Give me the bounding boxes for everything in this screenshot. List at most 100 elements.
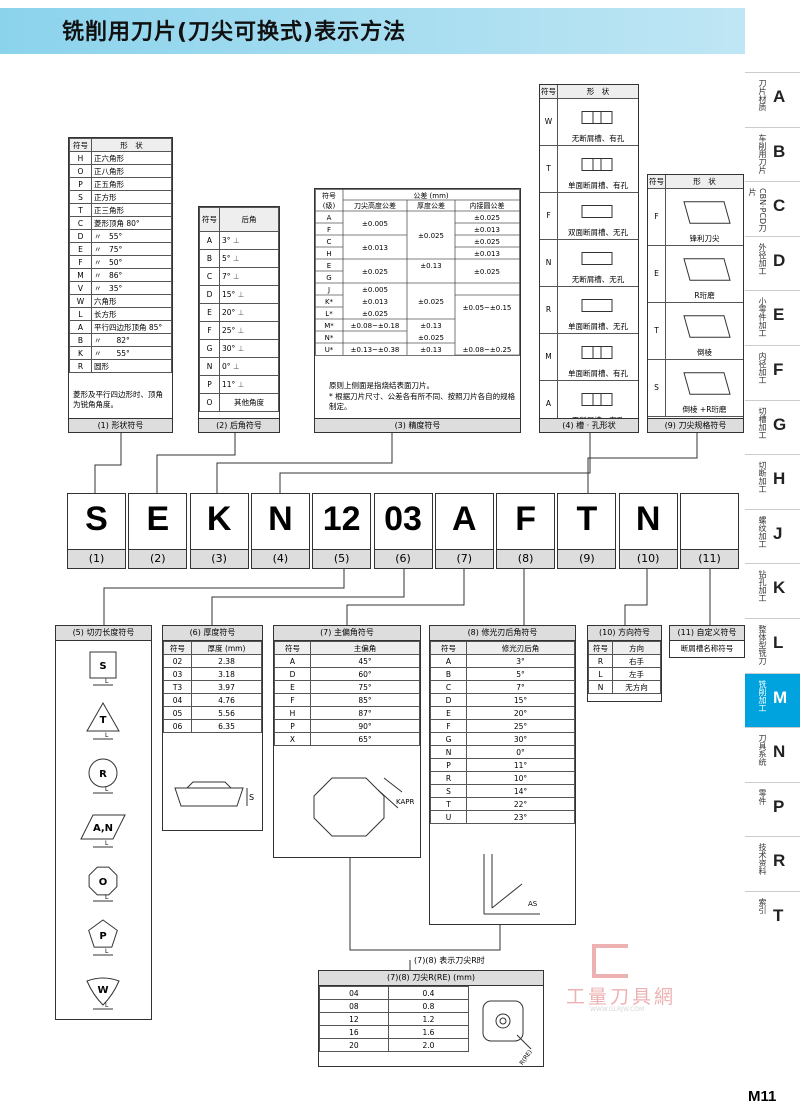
- table-cell: O: [69, 164, 92, 178]
- edge-length-shape: WL: [86, 977, 120, 1010]
- approach-caption: (7) 主偏角符号: [274, 626, 420, 641]
- code-position-10: N(10): [618, 493, 678, 569]
- row-shape-cell: 单面断屑槽、有孔: [558, 334, 638, 380]
- clearance-value: 30°: [222, 344, 236, 353]
- table-cell: 5° ⊥: [219, 249, 279, 268]
- tol-tip: ±0.013: [362, 298, 388, 306]
- sidebar-tab-label: 车削用刀片: [758, 133, 767, 174]
- tol-symbol: K*: [325, 298, 334, 306]
- table-cell: 65°: [310, 732, 420, 746]
- table-cell: 5°: [466, 667, 575, 681]
- table-cell: 14°: [466, 784, 575, 798]
- table-cell: 22°: [466, 797, 575, 811]
- wiper-caption: (8) 修光刃后角符号: [430, 626, 575, 641]
- table-cell: N: [430, 745, 467, 759]
- row-symbol: F: [540, 193, 558, 239]
- sidebar-tab-code: P: [773, 796, 785, 816]
- table-cell: A: [430, 654, 467, 668]
- tol-thickness: ±0.13: [420, 322, 441, 330]
- table-cell: 0° ⊥: [219, 357, 279, 376]
- col-header-wiper: 修光刃后角: [466, 641, 575, 655]
- clearance-angle-icon: ⊥: [230, 272, 240, 281]
- table-cell: 左手: [612, 667, 661, 681]
- table-cell: 30°: [466, 732, 575, 746]
- table-cell: X: [274, 732, 311, 746]
- row-shape-label: 双面断屑槽、无孔: [568, 228, 628, 237]
- code-position-7: A(7): [434, 493, 494, 569]
- sidebar-tab-label: 螺纹加工: [758, 515, 767, 548]
- table-cell: 2.0: [387, 1038, 470, 1052]
- code-char: A: [452, 500, 477, 538]
- table-cell: 05: [163, 706, 192, 720]
- table-cell: L: [588, 667, 613, 681]
- edge-length-dim: L: [105, 786, 109, 793]
- edge-length-shape-label: R: [99, 769, 107, 780]
- shape-caption: (1) 形状符号: [69, 418, 172, 432]
- edge-length-shape: SL: [89, 651, 117, 686]
- table-cell: S: [430, 784, 467, 798]
- row-shape-label: 倒棱 +R珩磨: [682, 405, 727, 414]
- row-shape-cell: 倒棱: [666, 303, 743, 359]
- edge-length-shape: TL: [86, 701, 120, 740]
- table-cell: V: [69, 281, 92, 295]
- tolerance-note-1: 原则上侧面是指烧结表面刀片。: [329, 381, 434, 390]
- table-cell: R: [588, 654, 613, 668]
- col-header-tip-height: 刀尖高度公差: [354, 201, 396, 210]
- table-cell: 12: [319, 1012, 389, 1026]
- wiper-diagram: AS: [483, 854, 540, 915]
- table-cell: F: [430, 719, 467, 733]
- table-row: B〃 82°: [69, 333, 172, 347]
- clearance-value: 20°: [222, 308, 236, 317]
- tol-ic: ±0.05~±0.15: [463, 304, 512, 312]
- insert-profile-icon: [683, 315, 731, 338]
- table-cell: N: [588, 680, 613, 694]
- code-char: E: [146, 500, 170, 538]
- row-shape-label: 无断屑槽、有孔: [571, 134, 625, 143]
- code-index: (1): [68, 549, 125, 568]
- code-char: 12: [322, 500, 361, 538]
- code-index: (6): [374, 549, 432, 568]
- table-cell: U: [430, 810, 467, 824]
- table-cell: D: [430, 693, 467, 707]
- watermark-logo: [592, 944, 628, 978]
- radius-caption: (7)(8) 刀尖R(RE) (mm): [319, 971, 543, 986]
- table-cell: H: [69, 151, 92, 165]
- edge-length-shape-label: S: [99, 661, 106, 672]
- table-cell: A: [69, 320, 92, 334]
- sidebar-tab-code: N: [773, 742, 786, 762]
- col-header-clearance: 后角: [219, 207, 279, 232]
- table-cell: 87°: [310, 706, 420, 720]
- code-char: 03: [384, 500, 422, 538]
